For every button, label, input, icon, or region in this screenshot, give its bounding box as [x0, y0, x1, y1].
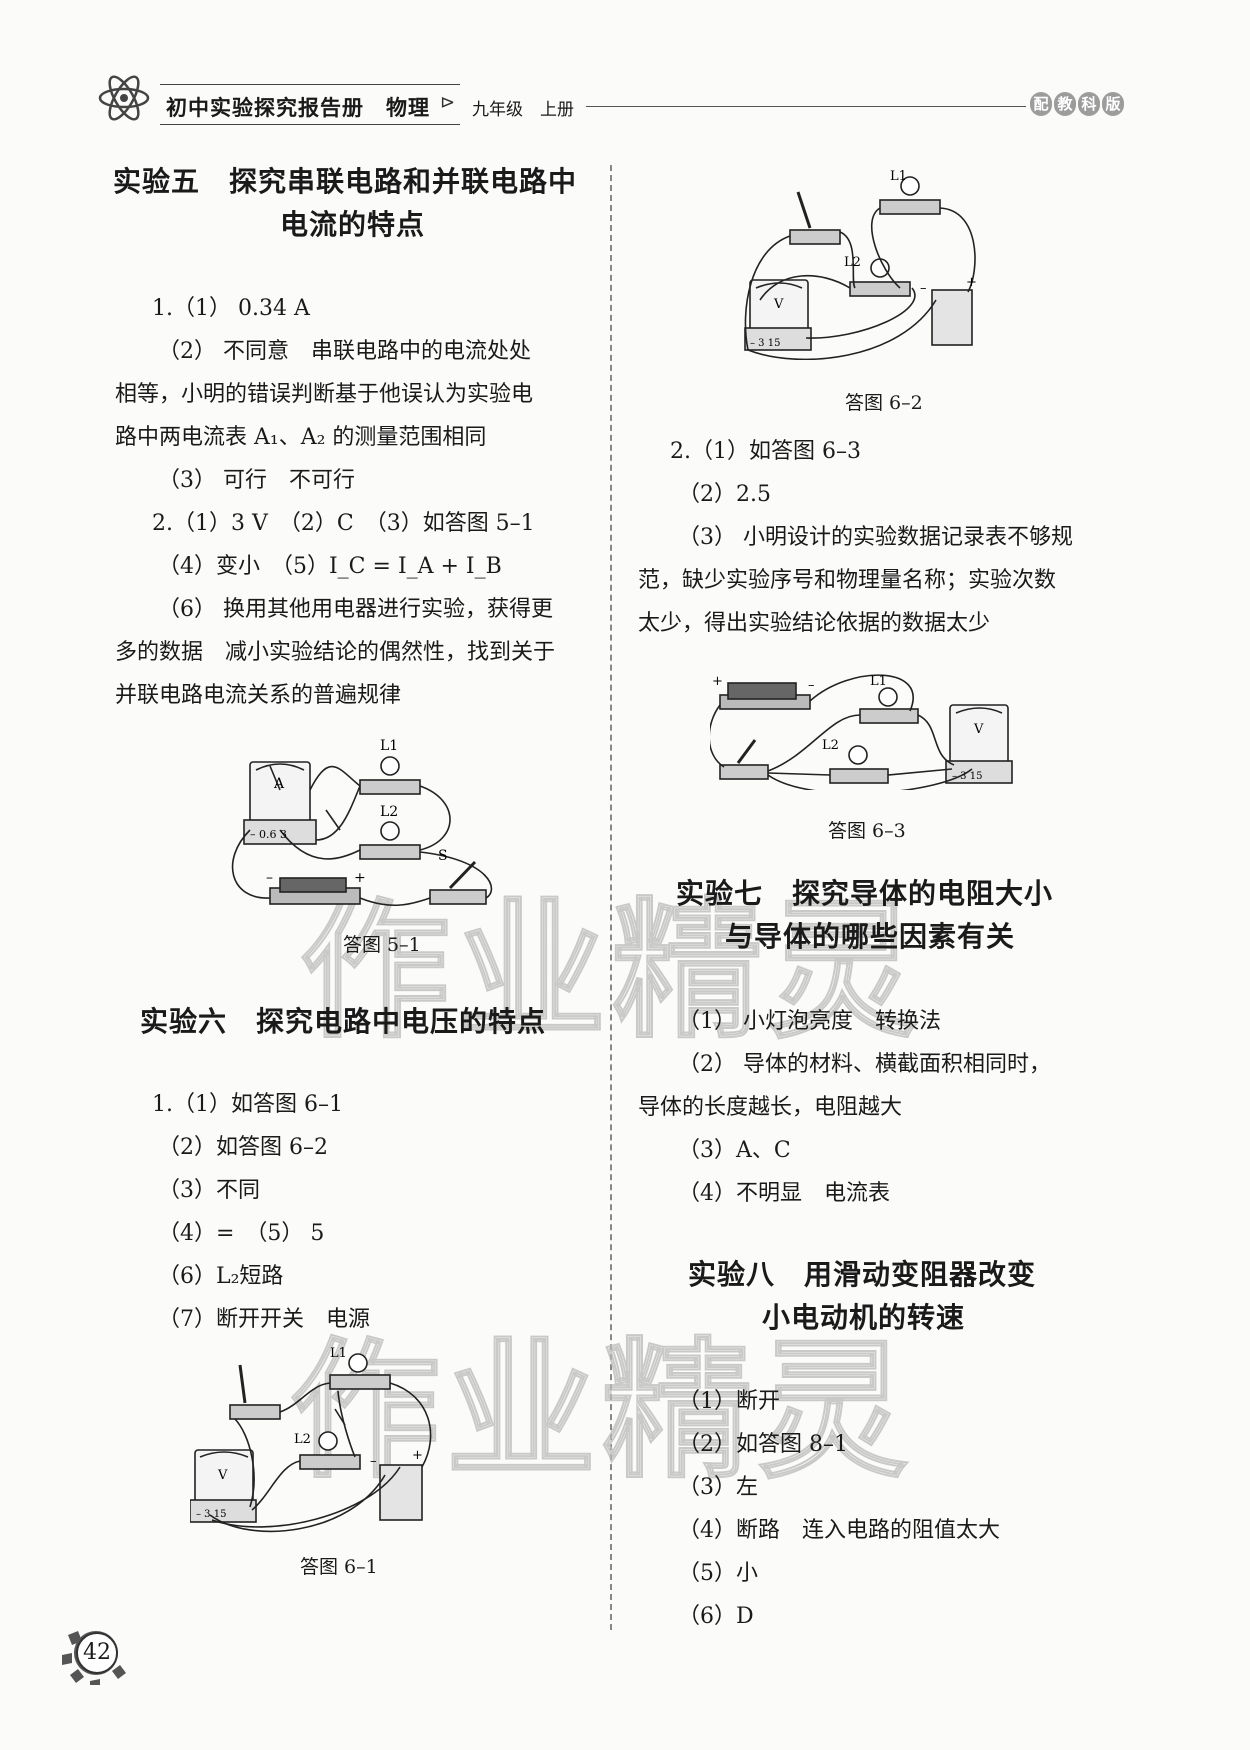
- exp5-answer: 2.（1）3 V （2）C （3）如答图 5–1: [152, 511, 535, 536]
- grade-label: 九年级 上册: [472, 100, 574, 120]
- exp5-answer: （3） 可行 不可行: [158, 468, 355, 493]
- svg-text:– 3 15: – 3 15: [750, 338, 780, 349]
- exp6-answer: （4）= （5） 5: [158, 1221, 325, 1246]
- exp8-answer: （6）D: [678, 1604, 754, 1629]
- figure-caption-6-3: 答图 6–3: [828, 820, 906, 842]
- svg-text:+: +: [354, 870, 366, 886]
- svg-text:L2: L2: [822, 738, 839, 753]
- exp6-answer: （6）L₂短路: [158, 1264, 284, 1289]
- exp6-answer: 1.（1）如答图 6–1: [152, 1092, 343, 1117]
- exp6-q2-answer: 范，缺少实验序号和物理量名称；实验次数: [638, 568, 1057, 593]
- exp6-answer: （2）如答图 6–2: [158, 1135, 328, 1160]
- exp5-answer: 相等，小明的错误判断基于他误认为实验电: [115, 382, 534, 407]
- atom-logo-icon: [96, 70, 152, 126]
- svg-text:+: +: [966, 275, 977, 290]
- exp6-answer: （3）不同: [158, 1178, 260, 1203]
- svg-text:– 0.6 3: – 0.6 3: [250, 828, 287, 841]
- svg-text:– 3 15: – 3 15: [196, 1509, 226, 1520]
- exp7-answer: （3）A、C: [678, 1138, 791, 1163]
- exp6-title: 实验六 探究电路中电压的特点: [140, 1005, 547, 1038]
- book-title: 初中实验探究报告册 物理: [166, 95, 430, 120]
- svg-text:L1: L1: [890, 170, 907, 184]
- exp7-answer: 导体的长度越长，电阻越大: [638, 1095, 903, 1120]
- edition-char: 配: [1030, 92, 1052, 116]
- exp8-answer: （4）断路 连入电路的阻值太大: [678, 1518, 1000, 1543]
- svg-text:+: +: [412, 1448, 423, 1463]
- circuit-diagram-6-1: L1 L2 V – 3 15 – +: [189, 1345, 465, 1540]
- exp6-q2-answer: （3） 小明设计的实验数据记录表不够规: [678, 525, 1073, 550]
- svg-text:S: S: [438, 848, 448, 864]
- column-divider: [610, 165, 612, 1630]
- exp7-answer: （1） 小灯泡亮度 转换法: [678, 1009, 941, 1034]
- page-number: 42: [76, 1632, 118, 1674]
- exp6-answer: （7）断开开关 电源: [158, 1307, 370, 1332]
- exp7-answer: （2） 导体的材料、横截面积相同时，: [678, 1052, 1051, 1077]
- header-rule-bottom: [160, 124, 460, 125]
- svg-text:V: V: [773, 297, 784, 312]
- svg-text:L1: L1: [870, 674, 887, 689]
- figure-caption-6-1: 答图 6–1: [300, 1556, 378, 1578]
- exp8-answer: （1）断开: [678, 1389, 780, 1414]
- exp7-title-line1: 实验七 探究导体的电阻大小: [676, 877, 1054, 910]
- svg-text:A: A: [273, 776, 285, 792]
- double-chevron-icon: ⊳: [440, 92, 456, 113]
- figure-caption-5-1: 答图 5–1: [343, 934, 421, 956]
- svg-text:L2: L2: [294, 1432, 311, 1447]
- svg-text:– 3 15: – 3 15: [952, 771, 982, 782]
- circuit-diagram-5-1: L1 L2 S A – 0.6 3 – +: [230, 730, 520, 920]
- svg-text:–: –: [808, 678, 815, 693]
- header-line: [586, 106, 1026, 107]
- exp5-title-line1: 实验五 探究串联电路和并联电路中: [113, 165, 578, 198]
- exp8-answer: （2）如答图 8–1: [678, 1432, 848, 1457]
- exp5-answer: 1.（1） 0.34 A: [152, 296, 310, 321]
- header-rule-top: [160, 84, 460, 85]
- edition-char: 教: [1054, 92, 1076, 116]
- exp5-answer: （4）变小 （5）I_C = I_A + I_B: [158, 554, 502, 579]
- exp8-title-line1: 实验八 用滑动变阻器改变: [688, 1258, 1037, 1291]
- exp6-q2-answer: 太少，得出实验结论依据的数据太少: [638, 611, 991, 636]
- edition-badge: 配 教 科 版: [1030, 92, 1124, 116]
- circuit-diagram-6-2: L1 L2 V – 3 15 – +: [740, 169, 1010, 361]
- exp5-answer: 并联电路电流关系的普遍规律: [115, 683, 402, 708]
- exp8-title-line2: 小电动机的转速: [762, 1301, 966, 1334]
- svg-text:L1: L1: [330, 1346, 347, 1361]
- exp7-answer: （4）不明显 电流表: [678, 1181, 890, 1206]
- exp6-q2-answer: （2）2.5: [678, 482, 771, 507]
- exp5-answer: 多的数据 减小实验结论的偶然性，找到关于: [115, 640, 556, 665]
- exp6-q2-answer: 2.（1）如答图 6–3: [670, 439, 861, 464]
- exp5-title-line2: 电流的特点: [280, 208, 426, 241]
- figure-caption-6-2: 答图 6–2: [845, 392, 923, 414]
- svg-text:–: –: [920, 281, 927, 296]
- exp5-answer: 路中两电流表 A₁、A₂ 的测量范围相同: [115, 425, 487, 450]
- exp5-answer: （2） 不同意 串联电路中的电流处处: [158, 339, 531, 364]
- svg-text:+: +: [712, 674, 723, 689]
- svg-text:–: –: [370, 1454, 377, 1469]
- exp8-answer: （5）小: [678, 1561, 758, 1586]
- svg-text:V: V: [973, 722, 984, 737]
- exp8-answer: （3）左: [678, 1475, 758, 1500]
- circuit-diagram-6-3: L1 L2 V – 3 15 + –: [708, 665, 1020, 795]
- svg-text:–: –: [266, 870, 273, 886]
- edition-char: 版: [1102, 92, 1124, 116]
- watermark: 作业精灵: [299, 884, 925, 1060]
- svg-text:L1: L1: [380, 738, 398, 754]
- exp7-title-line2: 与导体的哪些因素有关: [725, 920, 1016, 953]
- edition-char: 科: [1078, 92, 1100, 116]
- svg-text:L2: L2: [844, 255, 861, 270]
- svg-text:V: V: [217, 1468, 228, 1483]
- svg-text:L2: L2: [380, 804, 398, 820]
- exp5-answer: （6） 换用其他用电器进行实验，获得更: [158, 597, 553, 622]
